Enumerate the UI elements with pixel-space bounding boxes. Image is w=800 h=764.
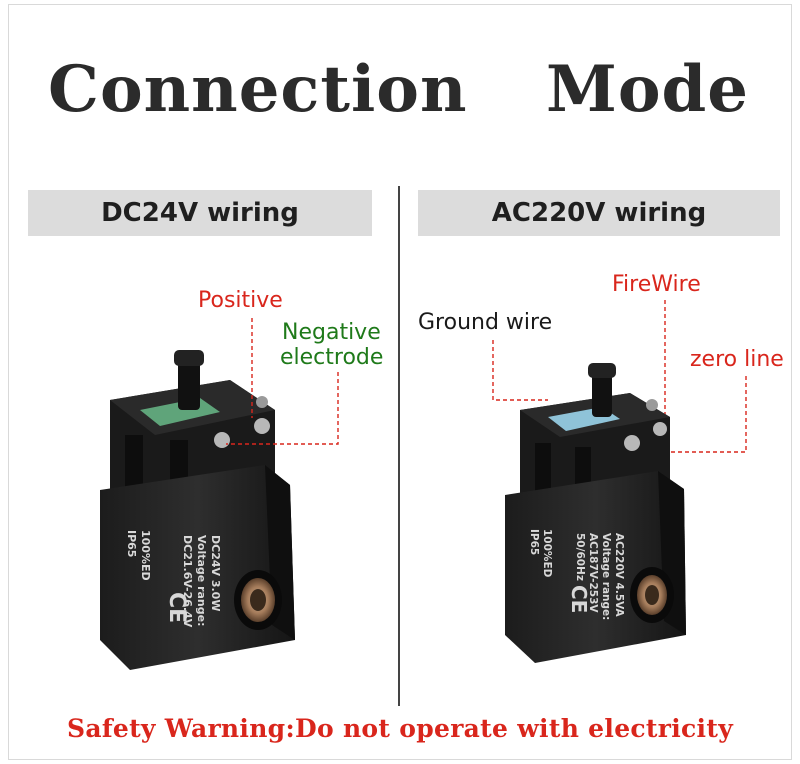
- ac220v-solenoid-coil: CE AC220V 4.5VA Voltage range: AC187V-25…: [480, 355, 760, 700]
- safety-warning: Safety Warning:Do not operate with elect…: [66, 714, 734, 743]
- dc24v-coil-line-1: DC24V 3.0W: [209, 535, 222, 611]
- title-word-mode: Mode: [546, 52, 749, 127]
- ac220v-coil-line-2: Voltage range:: [600, 533, 612, 620]
- dc24v-coil-line-3: DC21.6V-26.4V: [181, 535, 194, 628]
- ac220v-coil-line-3: AC187V-253V: [587, 533, 599, 613]
- image-frame: [8, 4, 792, 760]
- label-negative-line2: electrode: [280, 345, 384, 370]
- label-positive: Positive: [198, 288, 283, 313]
- ac220v-heading-banner: AC220V wiring: [418, 190, 780, 236]
- dc24v-coil-line-2: Voltage range:: [195, 535, 208, 627]
- dc24v-coil-line-5: IP65: [125, 530, 138, 557]
- label-negative-line1: Negative: [282, 320, 381, 345]
- label-ground-wire: Ground wire: [418, 310, 553, 335]
- ac220v-coil-line-4: 50/60Hz: [574, 533, 586, 581]
- ac220v-heading: AC220V wiring: [491, 198, 707, 228]
- dc24v-solenoid-coil: CE DC24V 3.0W Voltage range: DC21.6V-26.…: [80, 340, 390, 710]
- panel-divider: [398, 186, 400, 706]
- label-firewire: FireWire: [612, 272, 701, 297]
- title-word-connection: Connection: [48, 52, 468, 127]
- dc24v-heading: DC24V wiring: [101, 198, 299, 228]
- ac220v-coil-line-1: AC220V 4.5VA: [613, 533, 625, 618]
- ac220v-ce-mark: CE: [567, 585, 591, 613]
- ac220v-coil-line-6: IP65: [528, 529, 540, 555]
- ac220v-coil-line-5: 100%ED: [541, 529, 553, 578]
- dc24v-coil-line-4: 100%ED: [139, 530, 152, 581]
- page-title: Connection Mode: [0, 52, 800, 132]
- dc24v-heading-banner: DC24V wiring: [28, 190, 372, 236]
- dc24v-ce-mark: CE: [164, 592, 189, 623]
- label-zero-line: zero line: [690, 347, 784, 372]
